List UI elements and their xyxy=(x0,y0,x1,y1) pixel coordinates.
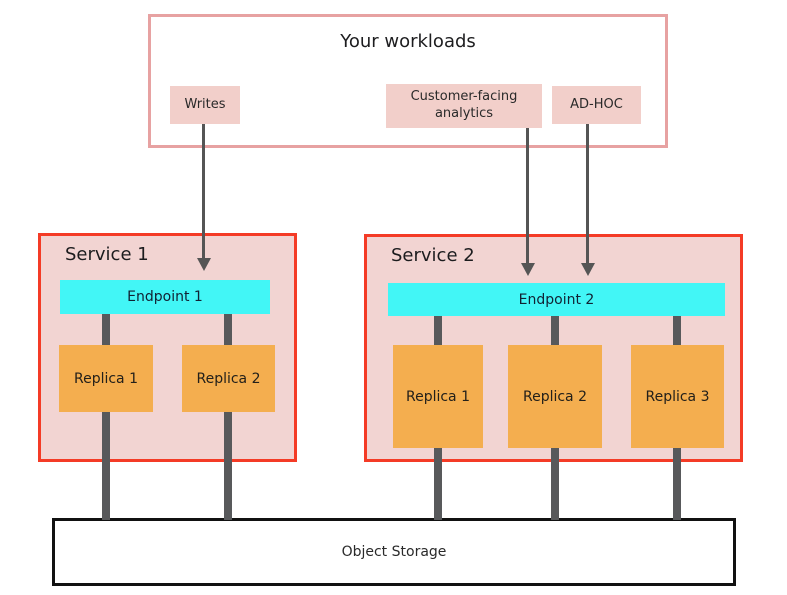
arrow-adhoc-to-endpoint2-line xyxy=(586,124,589,263)
endpoint-1-bar: Endpoint 1 xyxy=(60,280,270,314)
service2-replica-1-label: Replica 1 xyxy=(405,388,470,405)
service-1-label: Service 1 xyxy=(65,244,149,265)
object-storage-box: Object Storage xyxy=(52,518,736,586)
workload-chip-customer-analytics-label: Customer-facing analytics xyxy=(410,89,518,121)
service-2-label: Service 2 xyxy=(391,245,475,266)
endpoint-1-label: Endpoint 1 xyxy=(127,289,203,305)
service2-replica-2-label: Replica 2 xyxy=(522,388,587,405)
service2-replica-3-label: Replica 3 xyxy=(645,388,710,405)
connector-service2-replica3-storage xyxy=(673,448,681,520)
connector-endpoint2-replica2 xyxy=(551,316,559,345)
connector-service2-replica1-storage xyxy=(434,448,442,520)
service1-replica-1-label: Replica 1 xyxy=(73,370,138,387)
connector-endpoint2-replica1 xyxy=(434,316,442,345)
workloads-title: Your workloads xyxy=(340,31,476,52)
service1-replica-2: Replica 2 xyxy=(182,345,275,412)
connector-endpoint2-replica3 xyxy=(673,316,681,345)
arrow-customer-analytics-to-endpoint2-head xyxy=(521,263,535,276)
workload-chip-writes: Writes xyxy=(170,86,240,124)
service1-replica-2-label: Replica 2 xyxy=(196,370,261,387)
service2-replica-2: Replica 2 xyxy=(508,345,602,448)
workloads-box: Your workloads Writes Customer-facing an… xyxy=(148,14,668,148)
endpoint-2-label: Endpoint 2 xyxy=(518,291,595,308)
arrow-adhoc-to-endpoint2-head xyxy=(581,263,595,276)
object-storage-label: Object Storage xyxy=(341,544,447,560)
connector-service1-replica1-storage xyxy=(102,412,110,520)
endpoint-2-bar: Endpoint 2 xyxy=(388,283,725,316)
service2-replica-3: Replica 3 xyxy=(631,345,724,448)
service2-replica-1: Replica 1 xyxy=(393,345,483,448)
arrow-writes-to-endpoint1-line xyxy=(202,124,205,258)
workload-chip-customer-analytics: Customer-facing analytics xyxy=(386,84,542,128)
service1-replica-1: Replica 1 xyxy=(59,345,153,412)
workload-chip-writes-label: Writes xyxy=(184,96,226,112)
connector-endpoint1-replica2 xyxy=(224,314,232,345)
workload-chip-adhoc-label: AD-HOC xyxy=(570,96,623,112)
connector-endpoint1-replica1 xyxy=(102,314,110,345)
arrow-writes-to-endpoint1-head xyxy=(197,258,211,271)
connector-service1-replica2-storage xyxy=(224,412,232,520)
workload-chip-adhoc: AD-HOC xyxy=(552,86,641,124)
arrow-customer-analytics-to-endpoint2-line xyxy=(526,128,529,263)
connector-service2-replica2-storage xyxy=(551,448,559,520)
